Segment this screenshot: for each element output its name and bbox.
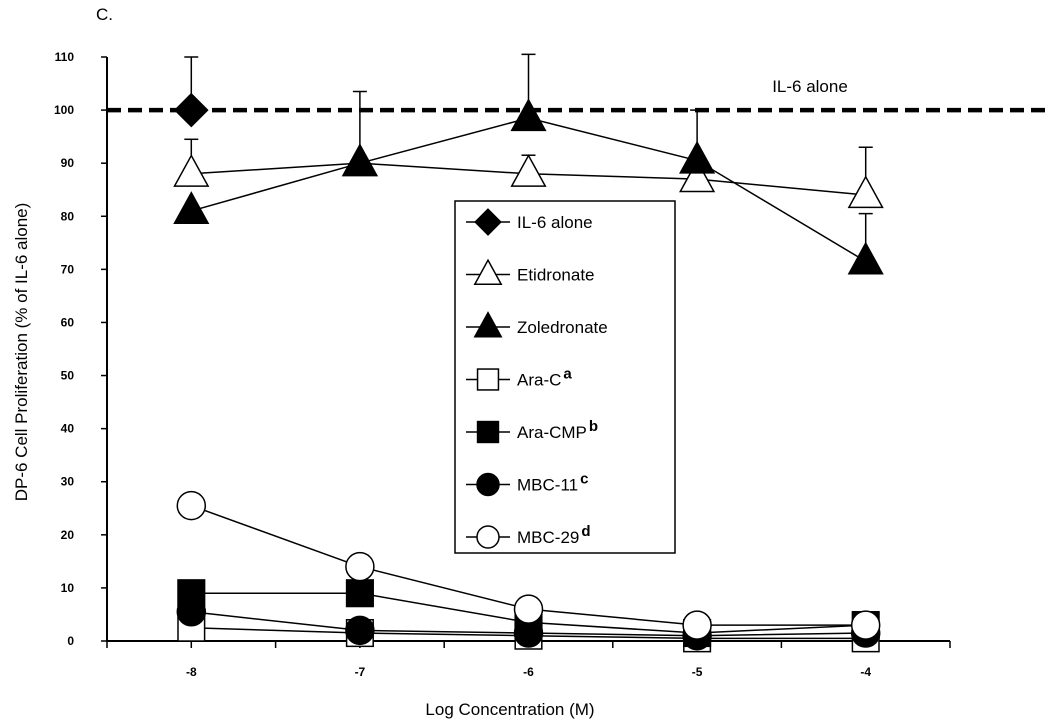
y-tick-label: 10 <box>61 581 75 595</box>
legend-marker <box>474 208 502 236</box>
data-point <box>513 594 544 624</box>
y-tick-label: 80 <box>61 209 75 223</box>
reference-line-label: IL-6 alone <box>772 77 848 96</box>
x-tick-label: -6 <box>523 665 534 679</box>
data-point <box>847 241 884 275</box>
legend-marker <box>476 525 500 549</box>
data-point <box>345 551 375 582</box>
data-point <box>173 191 210 225</box>
data-point <box>341 143 378 177</box>
legend-marker <box>476 368 500 391</box>
legend-label: Zoledronate <box>517 318 608 337</box>
x-axis-title: Log Concentration (M) <box>425 700 594 719</box>
data-point <box>176 597 207 627</box>
y-axis-title: DP-6 Cell Proliferation (% of IL-6 alone… <box>12 203 31 502</box>
data-point <box>345 579 374 608</box>
data-point <box>679 159 716 193</box>
y-tick-label: 70 <box>61 262 75 276</box>
y-tick-label: 40 <box>61 422 75 436</box>
panel-label: C. <box>96 5 113 24</box>
x-tick-label: -8 <box>186 665 197 679</box>
x-tick-label: -4 <box>860 665 871 679</box>
legend-marker <box>476 420 500 444</box>
legend-label: IL-6 alone <box>517 213 593 232</box>
x-tick-label: -5 <box>692 665 703 679</box>
data-point <box>173 154 210 187</box>
data-point <box>173 92 209 128</box>
y-tick-label: 20 <box>61 528 75 542</box>
y-tick-label: 110 <box>55 50 75 64</box>
y-tick-label: 0 <box>67 634 74 648</box>
legend-marker <box>473 311 503 338</box>
data-point <box>850 610 881 640</box>
legend-item: Zoledronate <box>466 311 608 338</box>
data-point <box>510 98 547 132</box>
data-point <box>510 154 547 187</box>
x-tick-label: -7 <box>355 665 366 679</box>
data-point <box>682 610 712 640</box>
data-point <box>176 490 207 521</box>
y-tick-label: 90 <box>61 156 75 170</box>
y-tick-label: 50 <box>61 369 75 383</box>
y-tick-label: 60 <box>61 315 75 329</box>
data-point <box>345 615 375 646</box>
data-point <box>679 140 716 174</box>
legend-marker <box>473 258 503 285</box>
legend-marker <box>476 472 500 497</box>
y-tick-label: 30 <box>61 475 75 489</box>
legend-label: Etidronate <box>517 266 595 285</box>
legend-item: IL-6 alone <box>466 208 593 236</box>
legend-item: Etidronate <box>466 258 595 285</box>
y-tick-label: 100 <box>54 103 74 117</box>
data-point <box>847 175 884 209</box>
